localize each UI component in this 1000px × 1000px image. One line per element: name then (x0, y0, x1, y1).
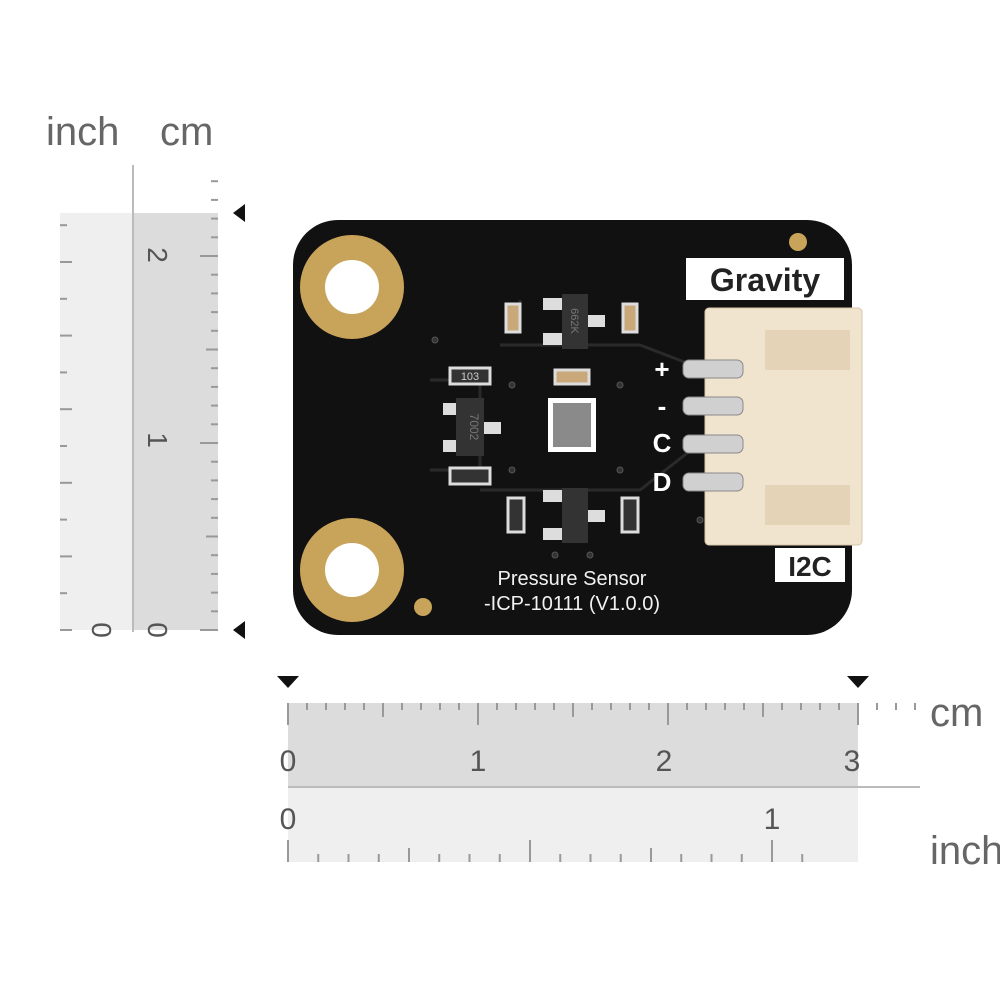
pin-label: - (658, 391, 667, 421)
bottom-right-marker-icon (847, 676, 869, 688)
pin-label: D (653, 467, 672, 497)
bottom-cm-unit-label: cm (930, 691, 983, 735)
resistor-marking: 103 (461, 371, 479, 383)
bottom-cm-number: 2 (656, 745, 673, 778)
sensor-board: Gravity I2C + - C D 662K 7002 (293, 220, 863, 635)
bottom-inch-band (288, 787, 858, 862)
via (616, 381, 624, 389)
via (508, 466, 516, 474)
bottom-inch-unit-label: inch (930, 829, 1000, 873)
brand-label: Gravity (710, 262, 820, 298)
interface-label-box (775, 548, 845, 582)
board-title-line1: Pressure Sensor (498, 568, 647, 590)
bottom-cm-number: 0 (280, 745, 297, 778)
left-inch-number: 0 (86, 622, 117, 638)
left-inch-unit-label: inch (46, 110, 120, 154)
via (431, 336, 439, 344)
left-top-marker-icon (233, 204, 245, 222)
pin-label: + (654, 354, 669, 384)
regulator: 662K (543, 294, 605, 349)
bottom-left-marker-icon (277, 676, 299, 688)
left-cm-number: 0 (142, 622, 173, 638)
pin-label: C (653, 428, 672, 458)
via (696, 516, 704, 524)
via (586, 551, 594, 559)
via (551, 551, 559, 559)
left-cm-number: 1 (142, 432, 173, 448)
via (616, 466, 624, 474)
interface-label: I2C (788, 551, 832, 582)
regulator-marking: 662K (568, 308, 580, 334)
left-inch-band (60, 213, 133, 630)
bottom-inch-number: 0 (280, 803, 297, 836)
bottom-ruler-ticks (287, 703, 916, 862)
left-cm-number: 2 (142, 247, 173, 263)
left-bottom-marker-icon (233, 621, 245, 639)
via (508, 381, 516, 389)
bottom-cm-number: 1 (470, 745, 487, 778)
board-title-line2: -ICP-10111 (V1.0.0) (484, 593, 660, 615)
pressure-sensor-chip (548, 398, 596, 452)
left-cm-unit-label: cm (160, 110, 214, 154)
transistor-bottom (543, 488, 605, 543)
left-cm-band (133, 213, 218, 630)
part-marking: 7002 (467, 414, 481, 441)
transistor-left: 7002 (443, 398, 501, 456)
brand-label-box (686, 258, 844, 300)
bottom-cm-number: 3 (844, 745, 861, 778)
mounting-hole-bottom (300, 518, 404, 622)
left-ruler-ticks (60, 180, 218, 631)
bottom-inch-number: 1 (764, 803, 781, 836)
mounting-hole-top (300, 235, 404, 339)
